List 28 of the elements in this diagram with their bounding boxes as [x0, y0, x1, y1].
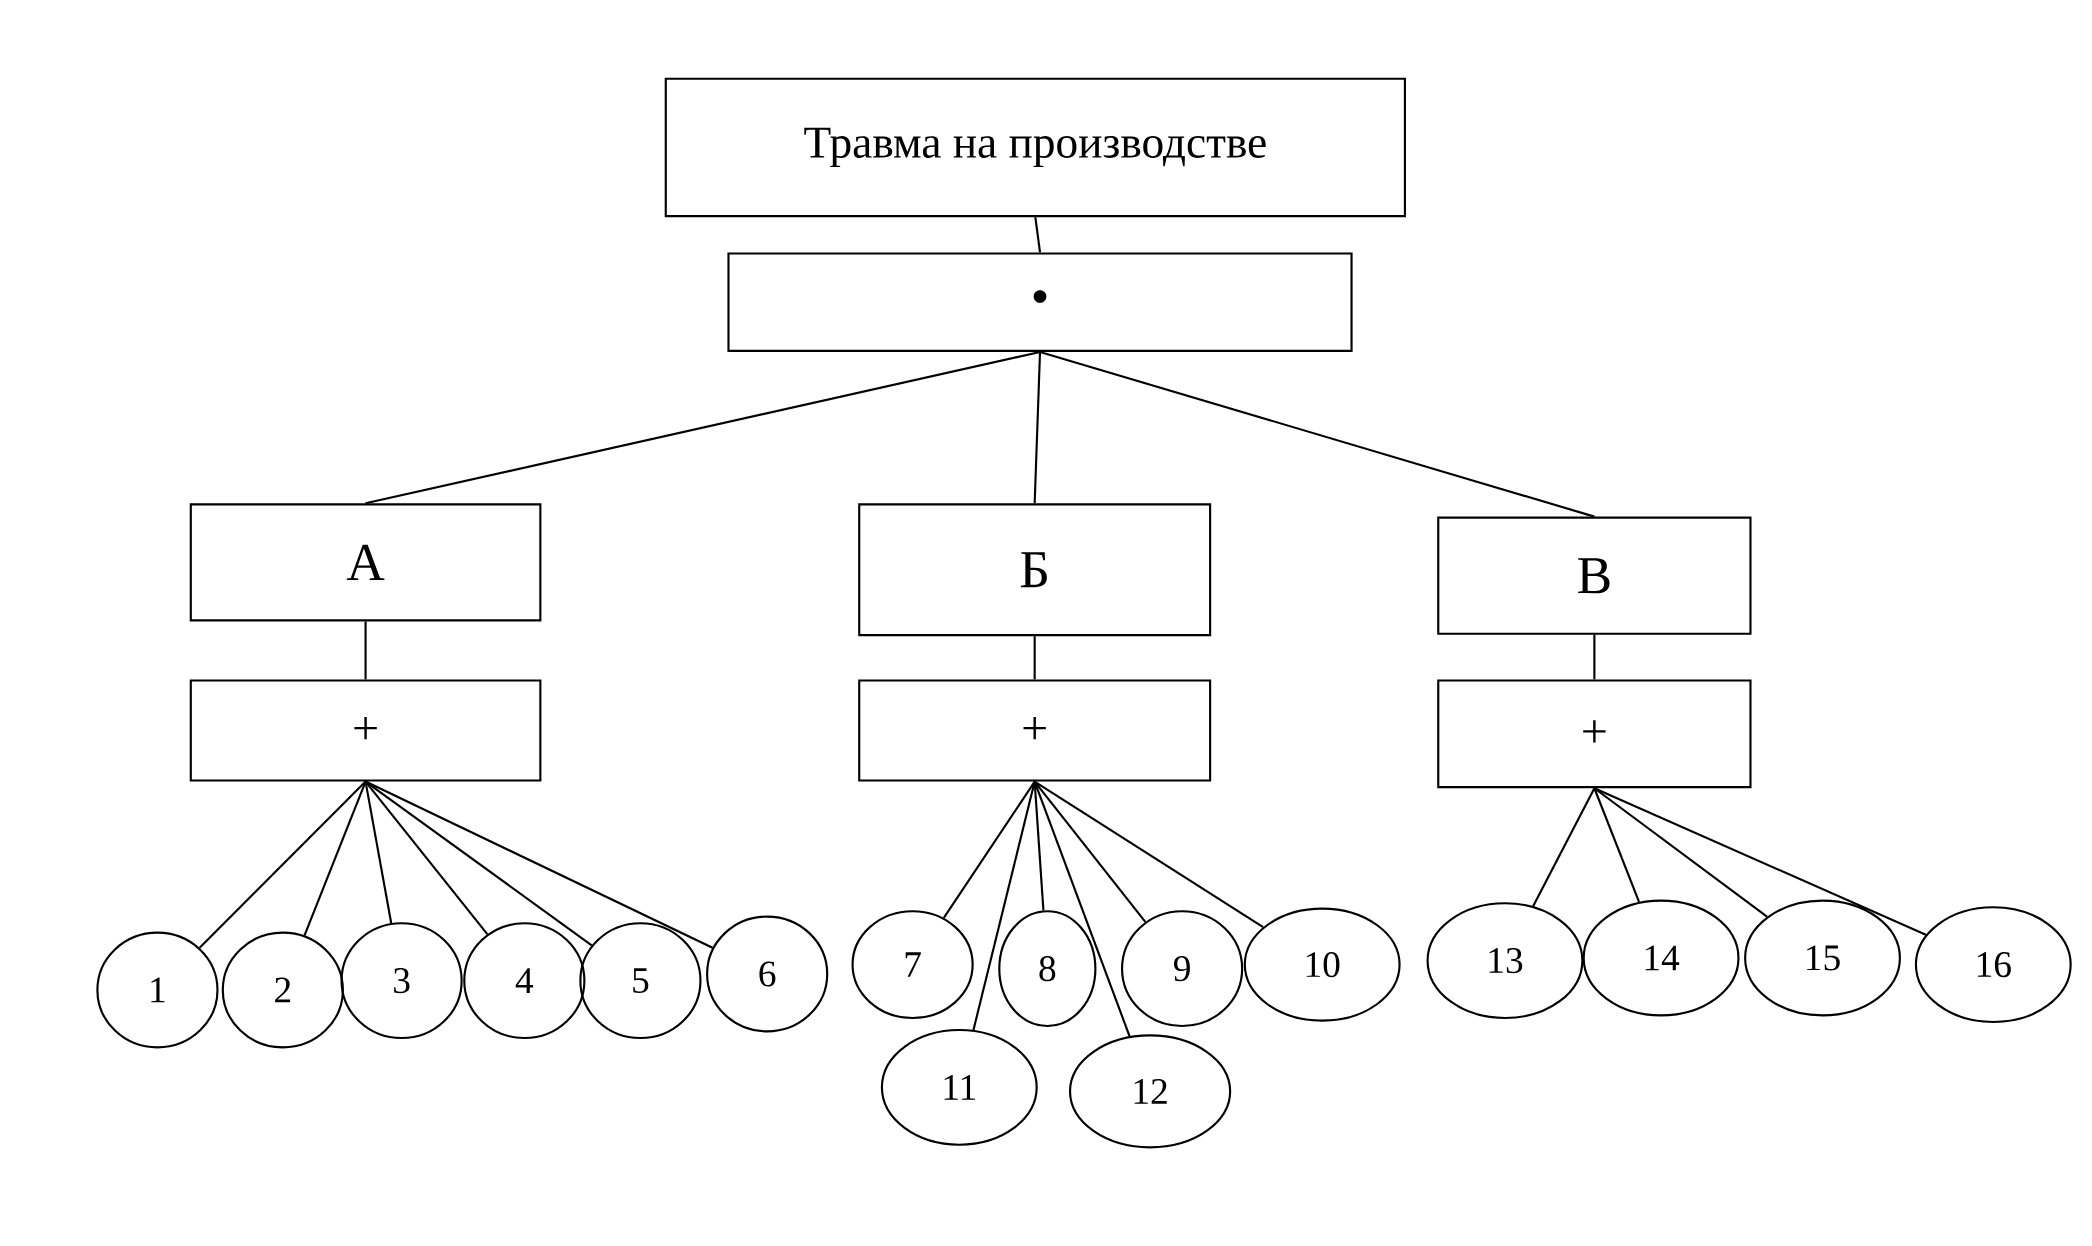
connector-line [1033, 636, 1036, 680]
event-box: А [189, 503, 542, 622]
connector-line [364, 781, 393, 924]
or-gate-box: + [189, 679, 542, 782]
connector-line [303, 781, 367, 936]
connector-line [972, 781, 1036, 1031]
connector-line [1034, 780, 1264, 928]
connector-line [1033, 351, 1042, 504]
connector-line [364, 621, 367, 680]
connector-line [1593, 634, 1596, 680]
title-box: Травма на производстве [664, 77, 1406, 218]
connector-line [198, 780, 367, 949]
connector-line [1033, 781, 1131, 1037]
or-gate-box: + [858, 679, 1212, 782]
connector-line [1593, 787, 1641, 903]
event-box: В [1437, 516, 1752, 635]
connector-line [942, 780, 1036, 919]
connector-line [365, 350, 1041, 505]
connector-line [365, 780, 713, 949]
and-gate-box: • [727, 252, 1353, 352]
connector-line [1532, 787, 1596, 907]
connector-line [1593, 787, 1927, 936]
connector-line [1039, 350, 1595, 518]
event-box: Б [858, 503, 1212, 637]
connector-line [364, 780, 593, 947]
connector-line [1593, 787, 1768, 918]
connector-line [1034, 217, 1042, 253]
or-gate-box: + [1437, 679, 1752, 789]
